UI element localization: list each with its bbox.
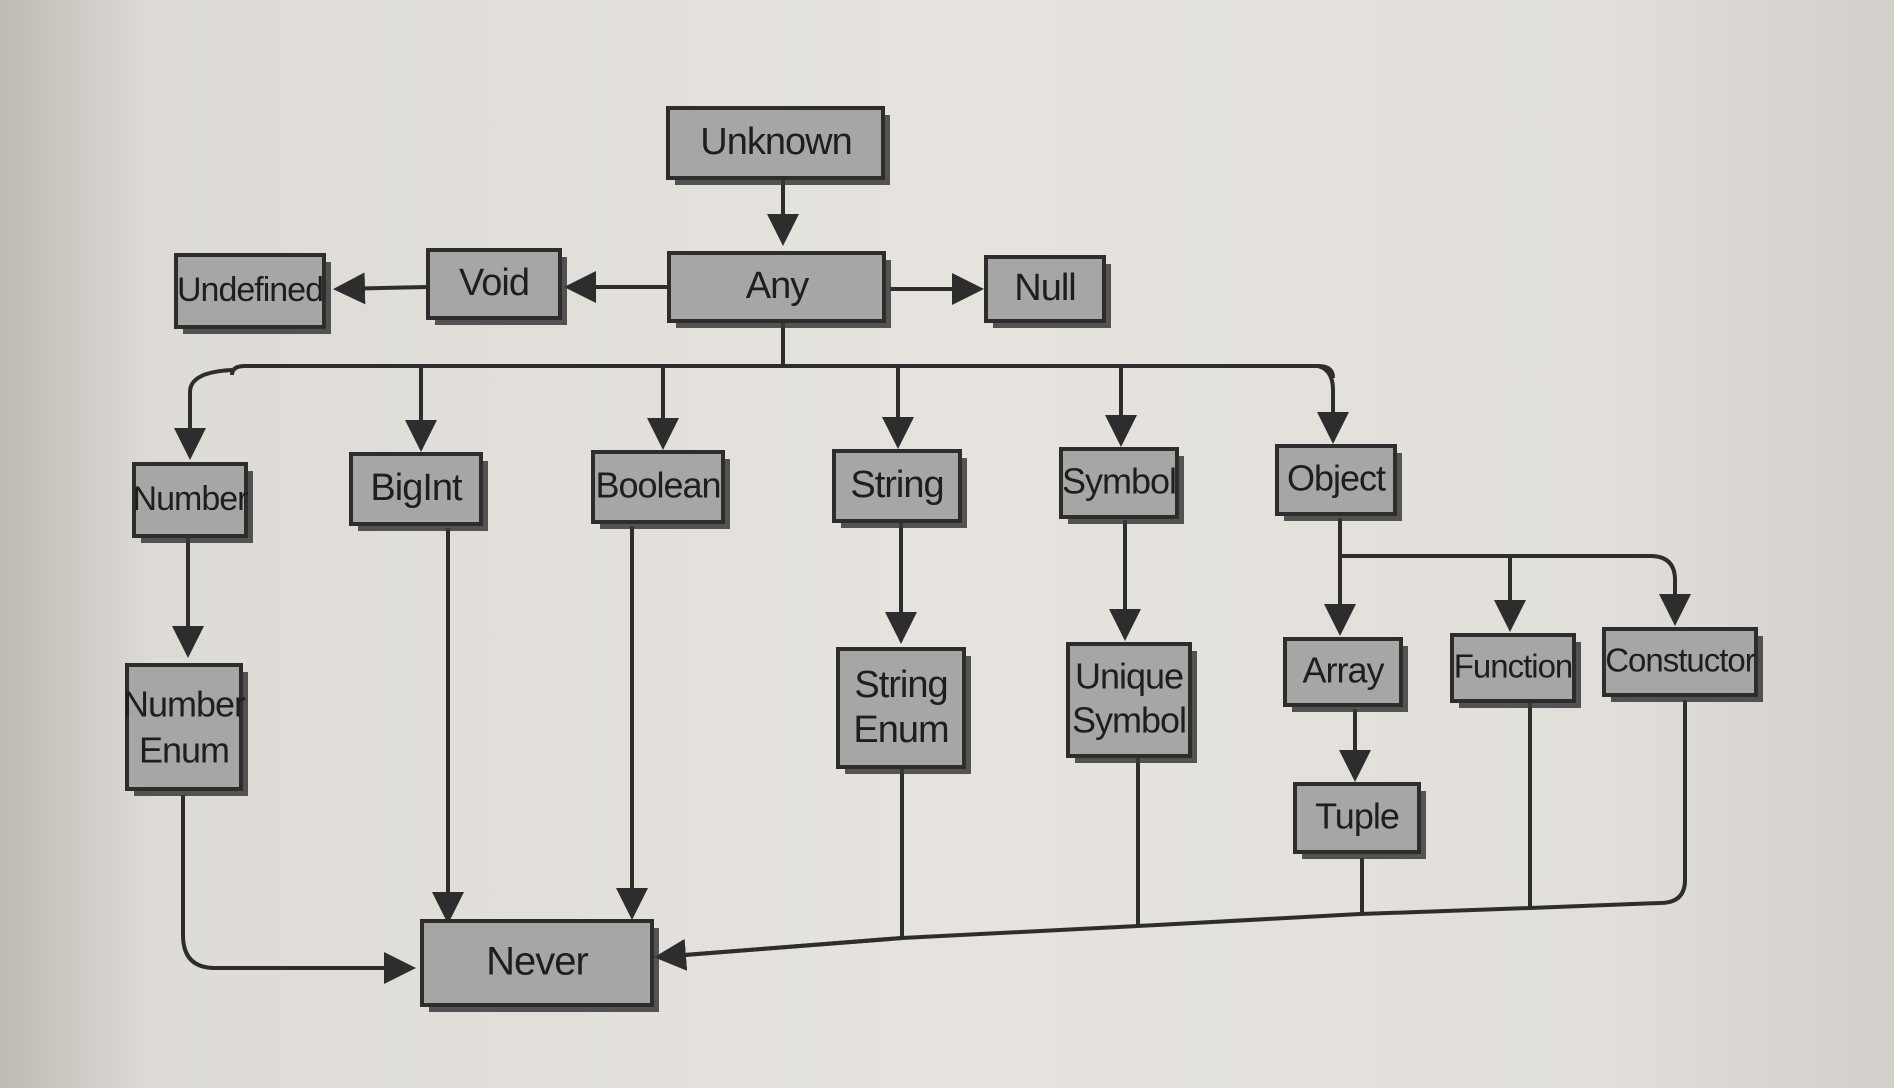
node-number-enum: Number Enum <box>123 663 248 796</box>
node-unknown-label: Unknown <box>700 121 851 163</box>
node-function-label: Function <box>1454 648 1573 685</box>
node-string: String <box>832 449 967 528</box>
node-symbol-label: Symbol <box>1062 461 1176 502</box>
node-constructor-label: Constuctor <box>1605 642 1756 679</box>
node-boolean: Boolean <box>591 450 730 529</box>
node-array: Array <box>1283 637 1408 712</box>
node-bigint: BigInt <box>349 452 488 531</box>
node-null-label: Null <box>1014 267 1075 309</box>
node-number-enum-label-2: Enum <box>139 730 229 771</box>
node-undefined-label: Undefined <box>177 271 323 309</box>
edge-any-bus <box>230 364 1335 379</box>
node-string-enum-label-2: Enum <box>853 709 948 751</box>
node-number: Number <box>132 462 253 543</box>
edge-bus-never <box>654 936 903 971</box>
node-function: Function <box>1450 633 1581 708</box>
edge-object-bus <box>1340 554 1691 626</box>
node-bigint-label: BigInt <box>370 467 463 509</box>
node-null: Null <box>984 255 1111 328</box>
node-constructor: Constuctor <box>1602 627 1763 702</box>
node-unique-symbol-label-2: Symbol <box>1072 700 1186 741</box>
node-tuple: Tuple <box>1293 782 1426 859</box>
edge-bottom-bus <box>659 700 1687 959</box>
edge-void-undefined <box>333 272 428 305</box>
node-unique-symbol: Unique Symbol <box>1066 642 1197 763</box>
node-any-label: Any <box>746 265 809 307</box>
node-unknown: Unknown <box>666 106 890 185</box>
edges <box>172 180 1691 984</box>
node-number-label: Number <box>133 480 249 518</box>
node-never-label: Never <box>486 940 588 984</box>
node-string-enum-label-1: String <box>854 664 947 706</box>
node-void: Void <box>426 248 567 325</box>
node-object: Object <box>1275 444 1402 521</box>
edge-any-object <box>1317 364 1349 444</box>
node-tuple-label: Tuple <box>1315 796 1399 837</box>
node-any: Any <box>667 251 891 328</box>
node-object-label: Object <box>1287 458 1386 499</box>
node-void-label: Void <box>459 262 529 304</box>
node-string-label: String <box>850 464 943 506</box>
node-unique-symbol-label-1: Unique <box>1075 656 1183 697</box>
node-undefined: Undefined <box>174 253 331 334</box>
node-never: Never <box>420 919 659 1012</box>
node-number-enum-label-1: Number <box>123 684 246 725</box>
node-array-label: Array <box>1302 650 1384 691</box>
node-symbol: Symbol <box>1059 447 1184 524</box>
edge-any-number <box>174 368 233 460</box>
edge-numberenum-never <box>181 795 416 984</box>
node-boolean-label: Boolean <box>595 465 720 506</box>
node-string-enum: String Enum <box>836 647 971 774</box>
